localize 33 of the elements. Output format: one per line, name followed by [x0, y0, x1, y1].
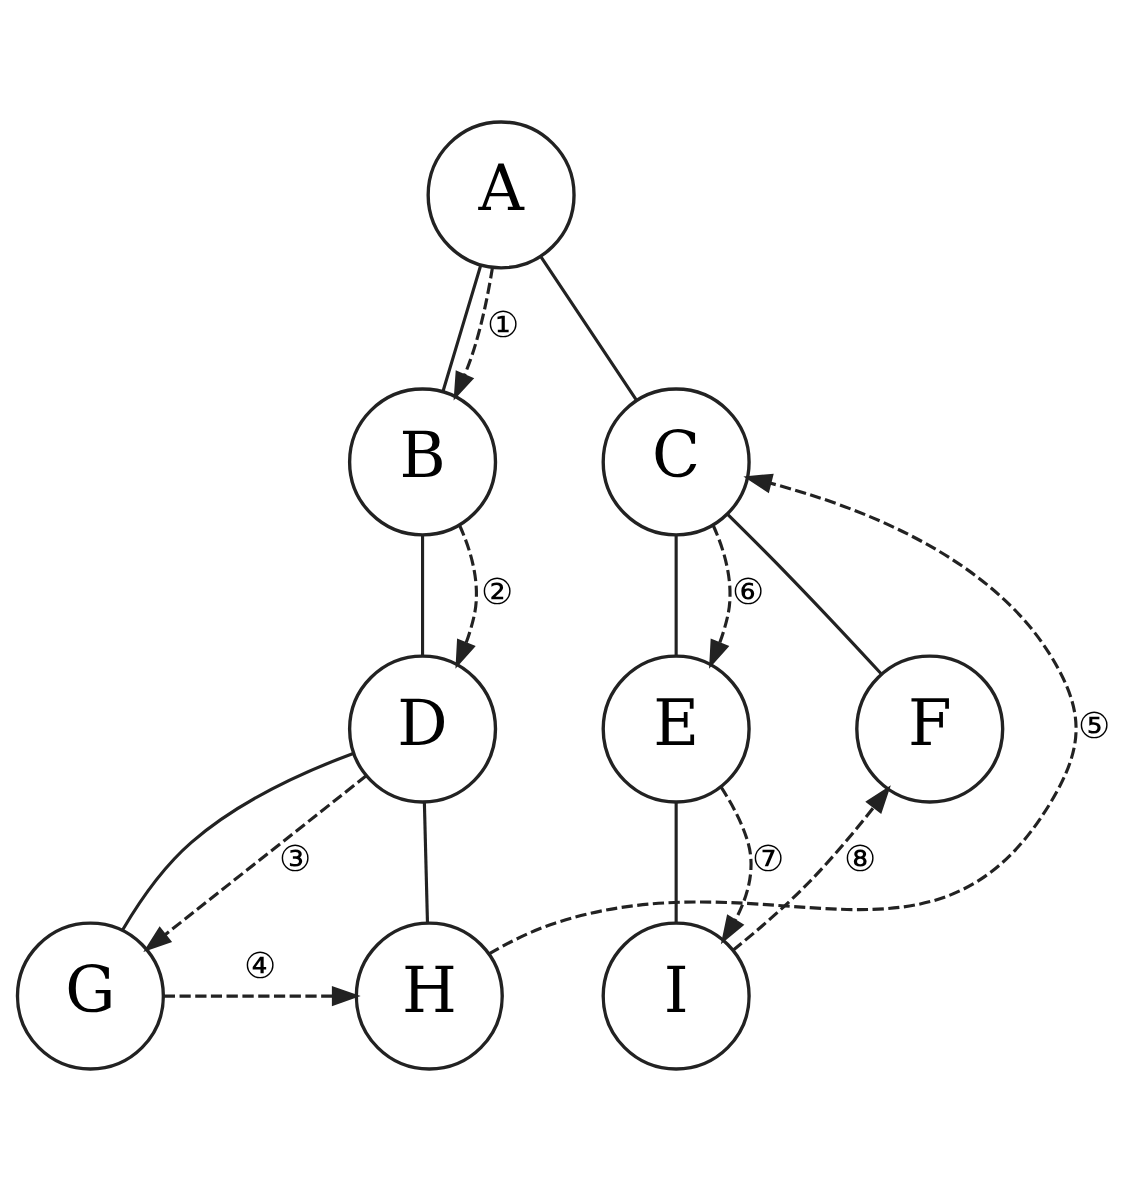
arrow — [488, 473, 1078, 955]
node-circle: D — [347, 653, 498, 804]
node-circle: E — [601, 653, 751, 804]
connector — [422, 801, 430, 923]
connector — [674, 801, 678, 923]
connector — [674, 534, 678, 656]
arrow — [732, 784, 891, 951]
edge-label: ③ — [278, 837, 311, 879]
arrow — [719, 785, 753, 944]
arrow — [143, 774, 368, 952]
edge-label: ① — [487, 303, 520, 345]
edge-label: ⑥ — [731, 570, 764, 612]
connector — [539, 255, 638, 401]
connector — [121, 751, 354, 931]
node-circle: F — [855, 653, 1005, 804]
edge-label: ⑤ — [1077, 704, 1110, 746]
node-circle: A — [426, 119, 576, 270]
connector — [421, 534, 425, 656]
arrow — [709, 524, 732, 669]
edge-label: ④ — [243, 944, 276, 986]
node-circle: B — [347, 386, 498, 537]
connector — [441, 264, 483, 392]
node-circle: I — [601, 920, 751, 1071]
connector — [726, 512, 883, 675]
node-circle: C — [601, 386, 751, 537]
node-circle: G — [15, 920, 166, 1071]
edge-label: ② — [480, 570, 513, 612]
node-circle: H — [354, 920, 504, 1071]
edge-label: ⑧ — [844, 837, 877, 879]
arrow — [163, 985, 361, 1006]
arrow — [455, 524, 478, 669]
edge-label: ⑦ — [752, 837, 785, 879]
arrow — [453, 266, 495, 401]
